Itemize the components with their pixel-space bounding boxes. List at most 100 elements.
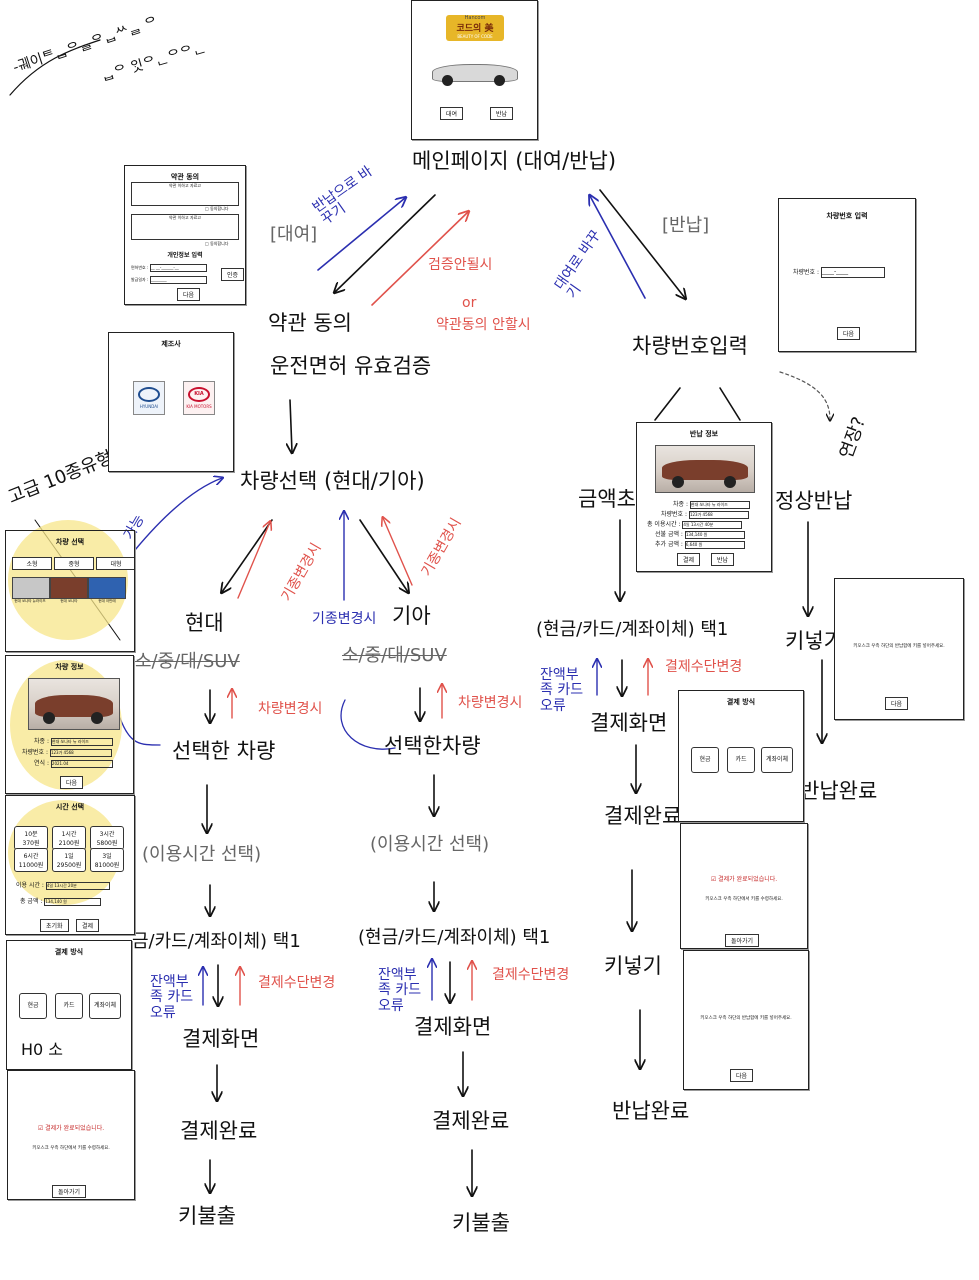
- time-option-6h-label: 6시간: [23, 853, 39, 860]
- car-info-image: [28, 678, 120, 730]
- rent-button[interactable]: 대여: [440, 107, 464, 120]
- time-option-1h-label: 1시간: [61, 831, 77, 838]
- car-info-row-2: 연식 : 2021.04: [34, 758, 113, 768]
- pay2-transfer-button[interactable]: 계좌이체: [761, 747, 793, 773]
- return-complete-screen: ☑ 결제가 완료되었습니다. 키오스크 우측 하단에서 키를 수령하세요. 돌아…: [680, 823, 808, 949]
- license-input[interactable]: __ __-______-__: [149, 264, 207, 272]
- time-option-1h[interactable]: 1시간 2100원: [52, 826, 86, 850]
- agree-checkbox-1[interactable]: □ 동의합니다: [205, 206, 229, 211]
- terms-next-button[interactable]: 다음: [177, 288, 201, 301]
- tab-small[interactable]: 소형: [12, 557, 52, 570]
- time-option-1d[interactable]: 1일 29500원: [52, 848, 86, 872]
- total-value: 134,140 원: [44, 897, 102, 906]
- pay-cash-button[interactable]: 현금: [19, 993, 47, 1019]
- return-row-1: 차량번호 : 123가 4568: [661, 509, 749, 519]
- insert-key2-next-button[interactable]: 다음: [730, 1069, 754, 1082]
- hyundai-logo-button[interactable]: HYUNDAI: [133, 381, 165, 415]
- size-options-left: 소/중/대/SUV: [135, 651, 240, 672]
- arrow-blue-to-return: [317, 198, 405, 271]
- insert-key-node2: 키넣기: [604, 954, 662, 978]
- plate-label: 차량번호 :: [793, 269, 820, 276]
- issue-input[interactable]: ________: [149, 276, 207, 284]
- red-fail-line1: 검증안될시: [428, 257, 493, 273]
- size-options-right: 소/중/대/SUV: [342, 645, 447, 666]
- car-plate-value: 123가 4568: [49, 748, 112, 757]
- car-option-3[interactable]: [88, 577, 126, 599]
- return-time-label: 총 이용시간 :: [647, 521, 681, 528]
- arrow-plate-to-info: [654, 387, 681, 421]
- return-row-4: 추가 금액 : 6,640 원: [655, 539, 745, 549]
- car-select-screen: 차량 선택 소형 중형 대형 현대 쏘나타 뉴라이즈 현대 쏘나타 현대 아반떼: [5, 530, 135, 652]
- car-option-1[interactable]: [12, 577, 50, 599]
- car-model-value: 현대 쏘나타 뉴 라이즈: [50, 737, 113, 746]
- pay-choose-mid: (현금/카드/계좌이체) 택1: [358, 927, 551, 948]
- verify-button[interactable]: 인증: [221, 268, 245, 281]
- pay-complete-back-button[interactable]: 돌아가기: [52, 1185, 87, 1198]
- pay-complete-message: 결제가 완료되었습니다.: [45, 1125, 105, 1132]
- return-plate-label: 차량번호 :: [661, 511, 688, 518]
- plate-input-title: 차량번호 입력: [826, 212, 868, 220]
- payment2-title: 결제 방식: [726, 698, 756, 706]
- tab-large[interactable]: 대형: [96, 557, 134, 570]
- pay-card-button[interactable]: 카드: [55, 993, 83, 1019]
- check-icon: ☑: [37, 1125, 44, 1132]
- car-option-2[interactable]: [50, 577, 88, 599]
- time-option-10min-price: 370원: [22, 840, 40, 847]
- pay2-card-button[interactable]: 카드: [727, 747, 755, 773]
- extra-fee-node: 금액초: [578, 487, 636, 511]
- return-submit-button[interactable]: 반납: [711, 553, 735, 566]
- use-time-value: 4일 13시간 20분: [45, 881, 110, 890]
- car-info-screen: 차량 정보 차종 : 현대 쏘나타 뉴 라이즈 차량번호 : 123가 4568…: [5, 655, 134, 794]
- terms-box-1: 약관 이하고 자료고: [131, 182, 239, 206]
- return-button[interactable]: 반납: [490, 107, 514, 120]
- selected-car-right: 선택한차량: [384, 734, 481, 758]
- red-car-change: 차량변경시: [258, 701, 323, 717]
- time-option-3d-label: 3일: [102, 853, 112, 860]
- normal-return-node: 정상반납: [775, 489, 853, 513]
- scribble-left-curve: [340, 699, 396, 750]
- kia-node: 기아: [392, 604, 431, 628]
- key-out-left: 키불출: [178, 1204, 236, 1228]
- time-option-10min-label: 10분: [24, 831, 38, 838]
- terms-screen: 약관 동의 약관 이하고 자료고 □ 동의합니다 약관 이하고 자료고 □ 동의…: [124, 165, 246, 305]
- use-time-label: 이용 시간 :: [16, 882, 44, 889]
- return-model-label: 차종 :: [673, 501, 688, 508]
- return-extra-label: 추가 금액 :: [655, 541, 683, 548]
- arrow-red-hyundai-back: [237, 522, 270, 599]
- time-option-10min[interactable]: 10분 370원: [14, 826, 48, 850]
- car-info-next-button[interactable]: 다음: [60, 776, 84, 789]
- car-plate-label: 차량번호 :: [22, 749, 49, 756]
- plate-input-field[interactable]: ____-____: [820, 267, 885, 278]
- time-pay-button[interactable]: 결제: [76, 919, 100, 932]
- pay-transfer-button[interactable]: 계좌이체: [89, 993, 121, 1019]
- plate-next-button[interactable]: 다음: [837, 327, 861, 340]
- arrow-blue-left-in: [134, 478, 222, 551]
- maker-screen: 제조사 HYUNDAI KIA KIA MOTORS: [108, 332, 234, 472]
- return-row-2: 총 이용시간 : 4일 13시간 40분: [647, 519, 743, 529]
- use-time-row: 이용 시간 : 4일 13시간 20분: [16, 880, 110, 890]
- terms-box-2: 약관 이하고 자료고: [131, 214, 239, 240]
- time-option-1d-label: 1일: [64, 853, 74, 860]
- kia-logo-button[interactable]: KIA KIA MOTORS: [183, 381, 215, 415]
- pay2-cash-button[interactable]: 현금: [691, 747, 719, 773]
- insert-key-node: 키넣기: [785, 629, 843, 653]
- insert-key-next-button[interactable]: 다음: [885, 697, 909, 710]
- time-option-1d-price: 29500원: [56, 862, 82, 869]
- return-pay-button[interactable]: 결제: [677, 553, 701, 566]
- brand-title: 코드의 美: [456, 24, 494, 34]
- arrow-main-to-plate: [599, 189, 685, 298]
- return-complete-back-button[interactable]: 돌아가기: [725, 934, 760, 947]
- time-option-3h-label: 3시간: [99, 831, 115, 838]
- pay-choose-left: 금/카드/계좌이체) 택1: [132, 931, 301, 952]
- insert-key-screen: 키오스크 우측 하단의 반납함에 키를 넣어주세요. 다음: [834, 578, 964, 720]
- reset-button[interactable]: 초기화: [40, 919, 69, 932]
- agree-2-label: 동의합니다: [210, 241, 229, 246]
- time-option-1h-price: 2100원: [58, 840, 80, 847]
- agree-checkbox-2[interactable]: □ 동의합니다: [205, 241, 229, 246]
- plate-input-screen: 차량번호 입력 차량번호 : ____-____ 다음: [778, 198, 916, 352]
- tab-medium[interactable]: 중형: [54, 557, 94, 570]
- car-info-row-0: 차종 : 현대 쏘나타 뉴 라이즈: [34, 736, 113, 746]
